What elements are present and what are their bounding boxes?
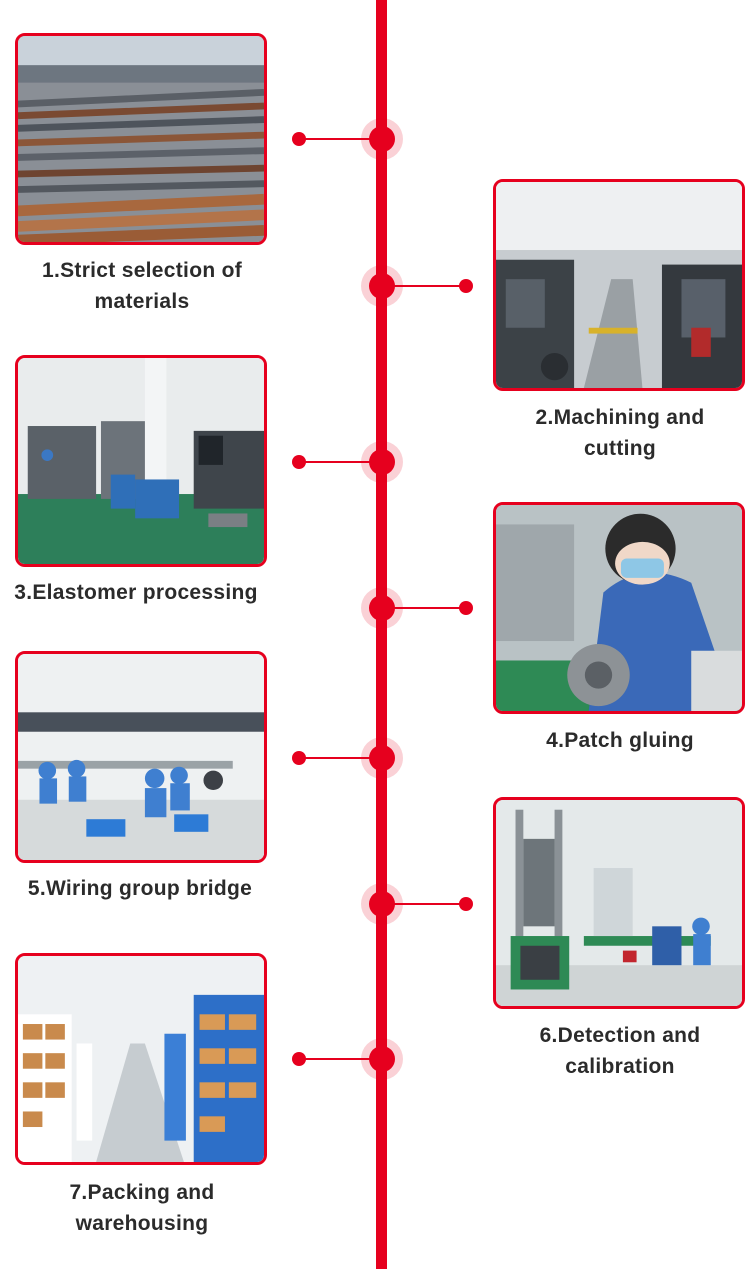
step-3-photo — [15, 355, 267, 567]
warehouse-image — [18, 956, 264, 1162]
patch-gluing-image — [496, 505, 742, 711]
step-1-photo — [15, 33, 267, 245]
connector-7 — [300, 1058, 370, 1060]
step-6-photo — [493, 797, 745, 1009]
connector-dot-4 — [459, 601, 473, 615]
step-4-caption: 4.Patch gluing — [546, 729, 694, 752]
connector-dot-7 — [292, 1052, 306, 1066]
connector-2 — [392, 285, 464, 287]
steel-bars-image — [18, 36, 264, 242]
machining-workshop-image — [496, 182, 742, 388]
step-5-photo — [15, 651, 267, 863]
step-7-photo — [15, 953, 267, 1165]
step-3-caption: 3.Elastomer processing — [14, 581, 258, 604]
wiring-line-image — [18, 654, 264, 860]
connector-3 — [300, 461, 370, 463]
connector-dot-2 — [459, 279, 473, 293]
cnc-machine-hall-image — [18, 358, 264, 564]
connector-dot-5 — [292, 751, 306, 765]
connector-dot-1 — [292, 132, 306, 146]
connector-1 — [300, 138, 370, 140]
connector-dot-6 — [459, 897, 473, 911]
timeline-node-4 — [361, 587, 403, 629]
connector-4 — [392, 607, 464, 609]
timeline-line — [376, 0, 387, 1269]
connector-dot-3 — [292, 455, 306, 469]
step-4-photo — [493, 502, 745, 714]
connector-6 — [392, 903, 464, 905]
step-2-photo — [493, 179, 745, 391]
step-5-caption: 5.Wiring group bridge — [27, 877, 253, 900]
calibration-rig-image — [496, 800, 742, 1006]
connector-5 — [300, 757, 370, 759]
